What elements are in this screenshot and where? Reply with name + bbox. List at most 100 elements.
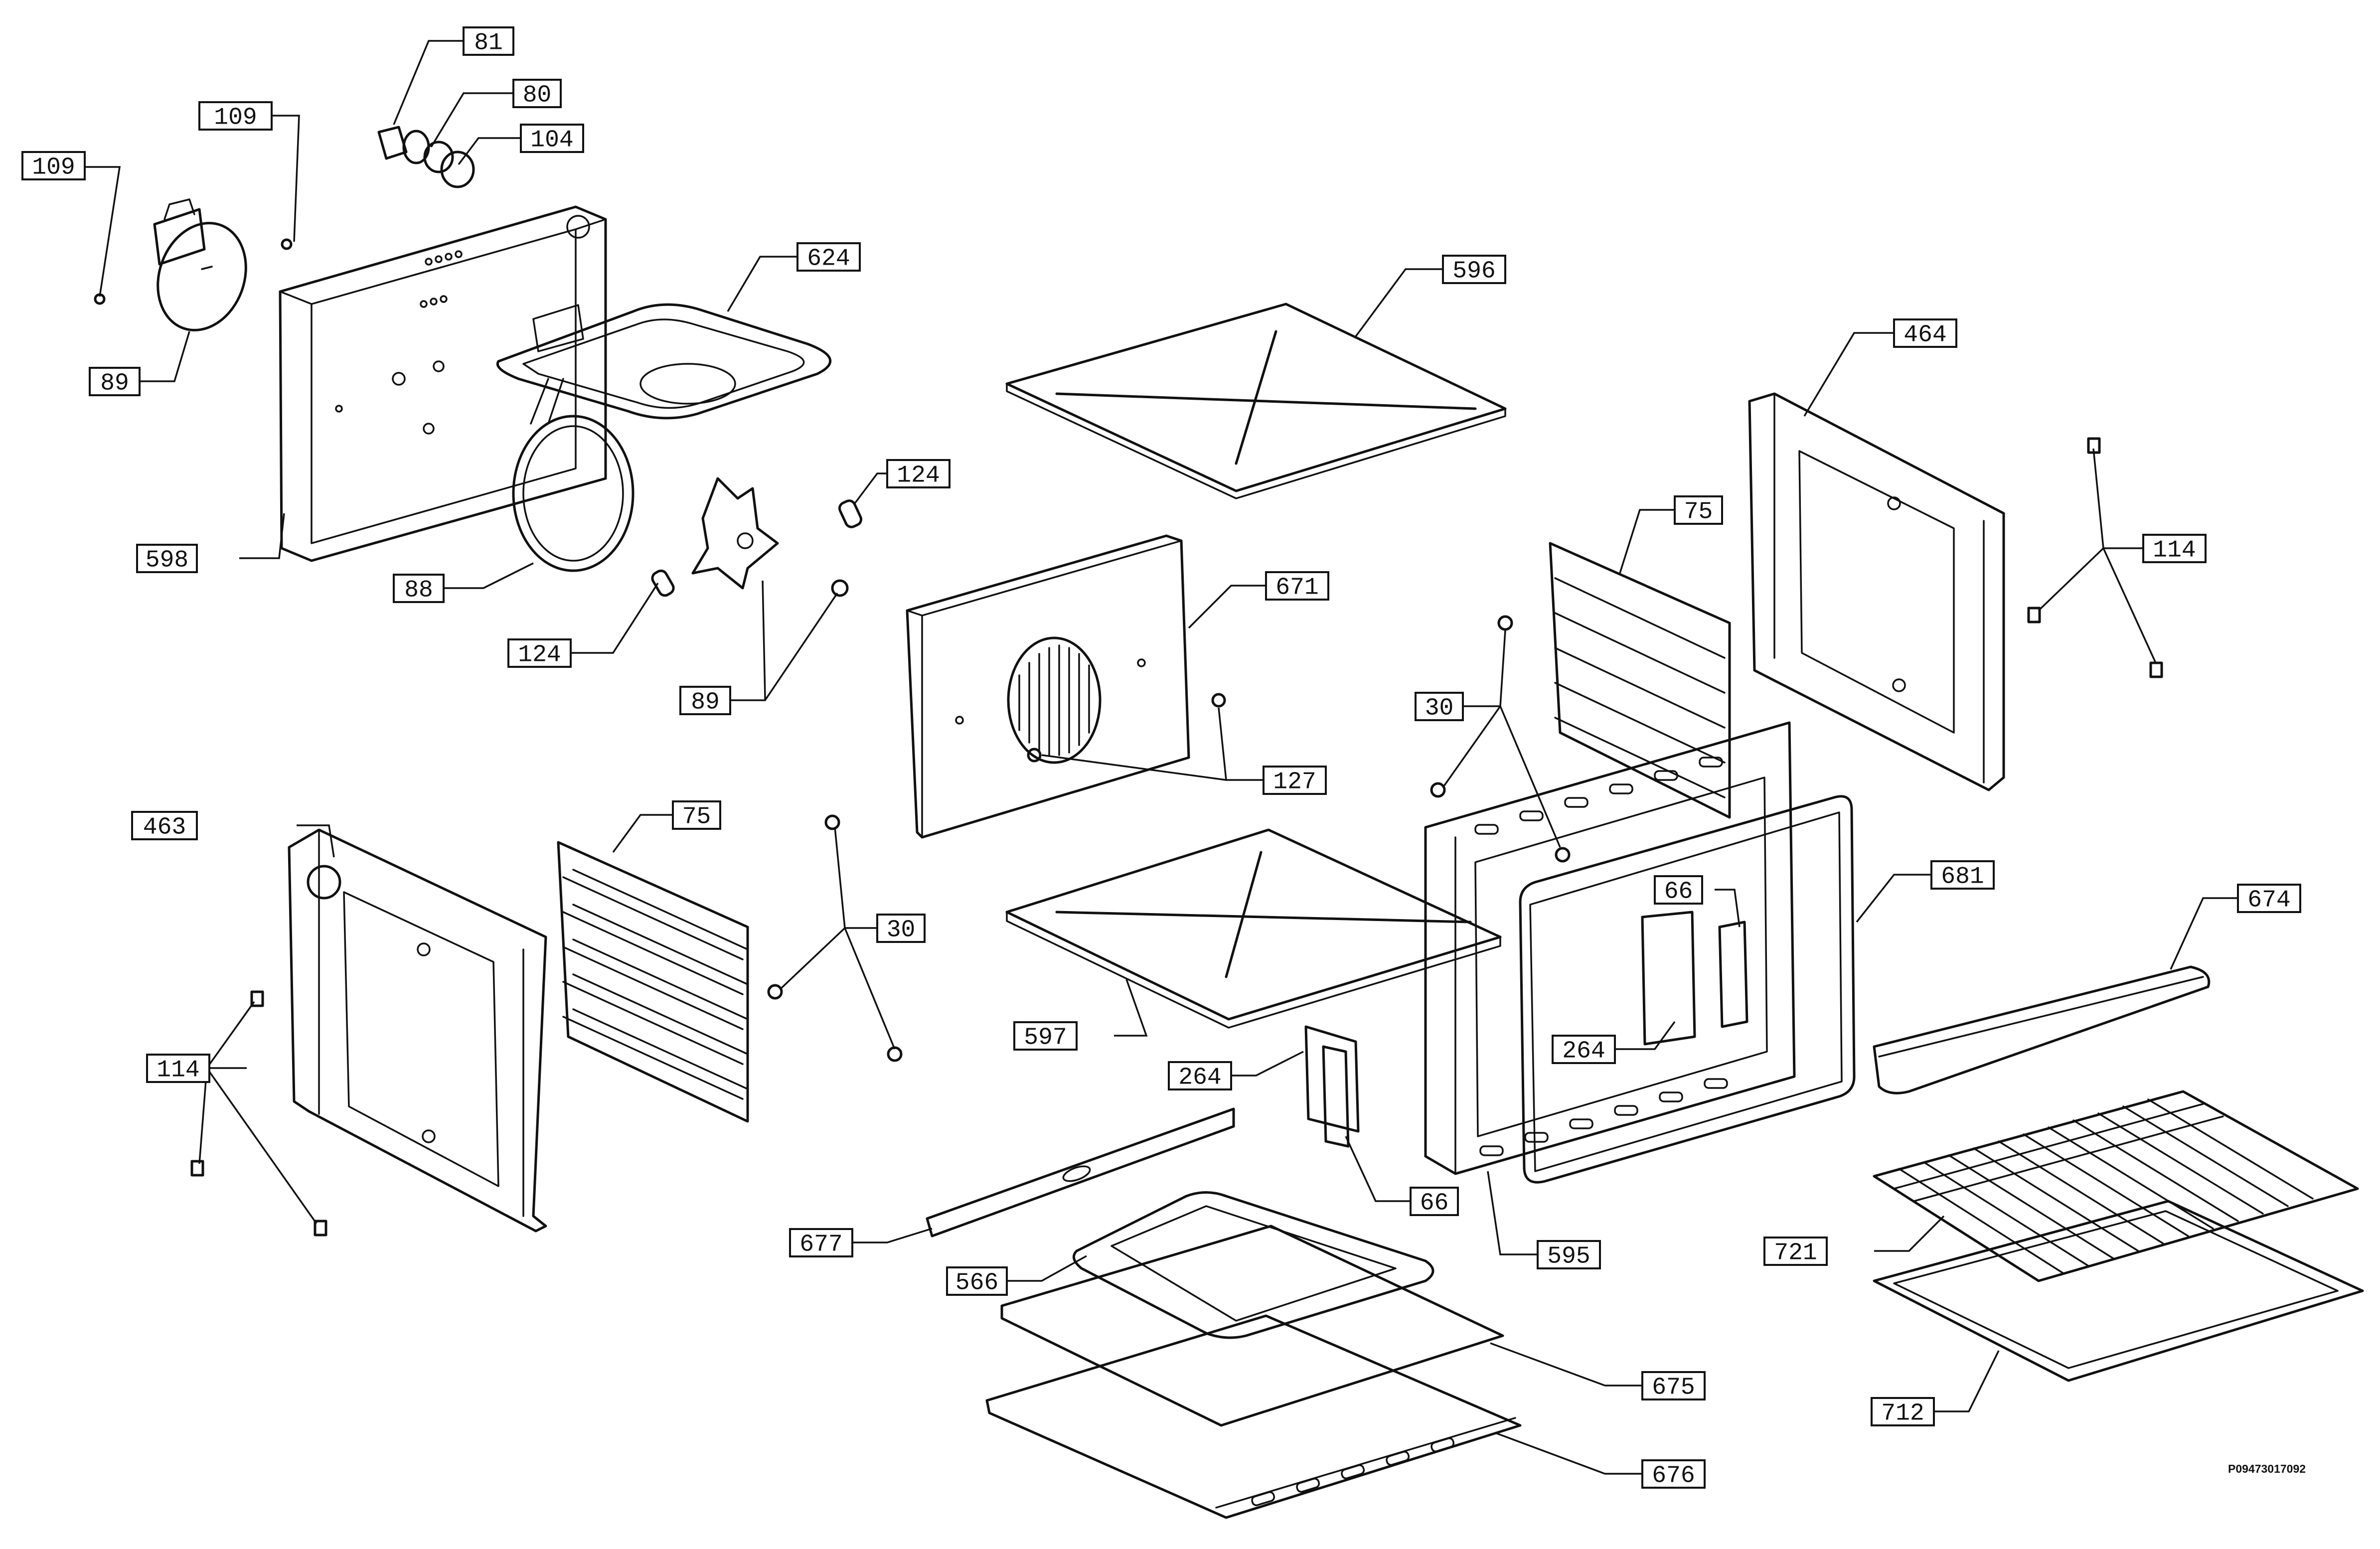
callout-box [89,367,141,396]
callout-677: 677 [789,1228,853,1258]
callout-box [1893,318,1957,348]
callout-text: 124 [897,463,940,489]
part-127-screw-lower [1027,748,1042,763]
callout-text: 596 [1452,258,1495,285]
part-712-baking-tray [1873,1200,2364,1382]
part-264-66-bracket-right [1641,911,1748,1046]
callout-text: 127 [1273,769,1316,796]
callout-75: 75 [672,800,721,831]
callout-89: 89 [89,367,141,397]
callout-box [1265,571,1329,601]
part-114-clips-left [190,990,327,1237]
callout-89: 89 [679,686,731,716]
callout-text: 595 [1547,1243,1590,1270]
callout-463: 463 [131,811,198,841]
callout-labels: 8180104109109895988862412412489596671127… [21,26,2301,1490]
callout-30: 30 [1415,692,1464,722]
callout-text: 264 [1562,1038,1605,1065]
callout-text: 104 [530,127,573,154]
callout-text: 80 [523,82,552,109]
callout-box [886,459,951,488]
callout-box [1552,1035,1616,1064]
part-681-door-seal [1519,795,1856,1184]
part-677-trim-bar [926,1107,1235,1238]
part-124-spacer-upper [838,499,863,528]
part-597-bottom-panel [1005,828,1502,1029]
callout-text: 66 [1420,1190,1449,1217]
part-676-bottom-tray [985,1314,1522,1519]
callout-264: 264 [1552,1035,1616,1065]
callout-box [131,811,198,840]
callout-text: 264 [1178,1065,1221,1091]
part-89-nut [831,579,849,597]
callout-text: 681 [1941,864,1984,891]
callout-127: 127 [1263,766,1327,796]
part-81-80-104-thermostat [377,126,475,188]
callout-box [507,638,572,668]
callout-box [1263,766,1327,795]
callout-text: 676 [1652,1463,1695,1490]
callout-text: 675 [1652,1375,1695,1401]
callout-text: 81 [474,30,503,57]
callout-681: 681 [1930,860,1995,891]
callout-75: 75 [1674,495,1723,526]
callout-box [679,686,731,715]
callout-box [136,544,198,573]
callout-text: 114 [157,1057,199,1084]
callout-721: 721 [1763,1237,1828,1267]
callout-box [2142,534,2207,563]
callout-264: 264 [1168,1061,1232,1091]
part-264-66-bracket-left [1304,1025,1360,1148]
callout-114: 114 [146,1054,210,1084]
callout-81: 81 [463,26,514,57]
drawing-code: P09473017092 [2228,1462,2306,1475]
callout-box [1674,495,1723,525]
callout-box [146,1054,210,1083]
callout-597: 597 [1013,1021,1078,1052]
callout-text: 109 [214,105,257,132]
part-721-oven-rack [1873,1090,2359,1282]
callout-text: 721 [1774,1240,1817,1267]
callout-675: 675 [1641,1371,1706,1401]
callout-88: 88 [393,574,445,604]
part-671-back-panel [906,534,1190,839]
callout-text: 66 [1664,879,1693,906]
callout-124: 124 [507,638,572,669]
callout-box [1930,860,1995,890]
callout-text: 463 [143,814,186,841]
callout-box [1871,1397,1935,1426]
callout-text: 566 [955,1270,998,1297]
callout-712: 712 [1871,1397,1935,1427]
part-124-spacer-lower [651,569,675,597]
part-89-fan-motor [153,198,247,331]
callout-box [1641,1459,1706,1489]
callout-box [789,1228,853,1257]
callout-598: 598 [136,544,198,574]
callout-box [1763,1237,1828,1266]
callout-text: 124 [518,642,561,669]
callout-676: 676 [1641,1459,1706,1490]
part-127-screw-upper [1211,693,1226,708]
callout-text: 88 [404,577,433,604]
callout-text: 109 [32,155,75,181]
callout-595: 595 [1537,1240,1601,1270]
callout-text: 597 [1024,1025,1067,1052]
callout-box [2237,884,2301,913]
callout-box [1442,255,1506,284]
callout-671: 671 [1265,571,1329,602]
callout-text: 75 [1684,499,1713,526]
part-598-rear-frame [279,205,607,562]
callout-box [672,800,721,830]
callout-box [1410,1187,1459,1216]
callout-box [1654,875,1703,905]
callout-box [1415,692,1464,721]
callout-114: 114 [2142,534,2207,564]
callout-674: 674 [2237,884,2301,914]
callout-text: 464 [1904,322,1946,349]
part-464-right-side-panel [1748,392,2005,791]
callout-464: 464 [1893,318,1957,349]
callout-box [1013,1021,1078,1051]
part-624-grill-element [496,303,832,420]
callout-box [520,124,584,153]
